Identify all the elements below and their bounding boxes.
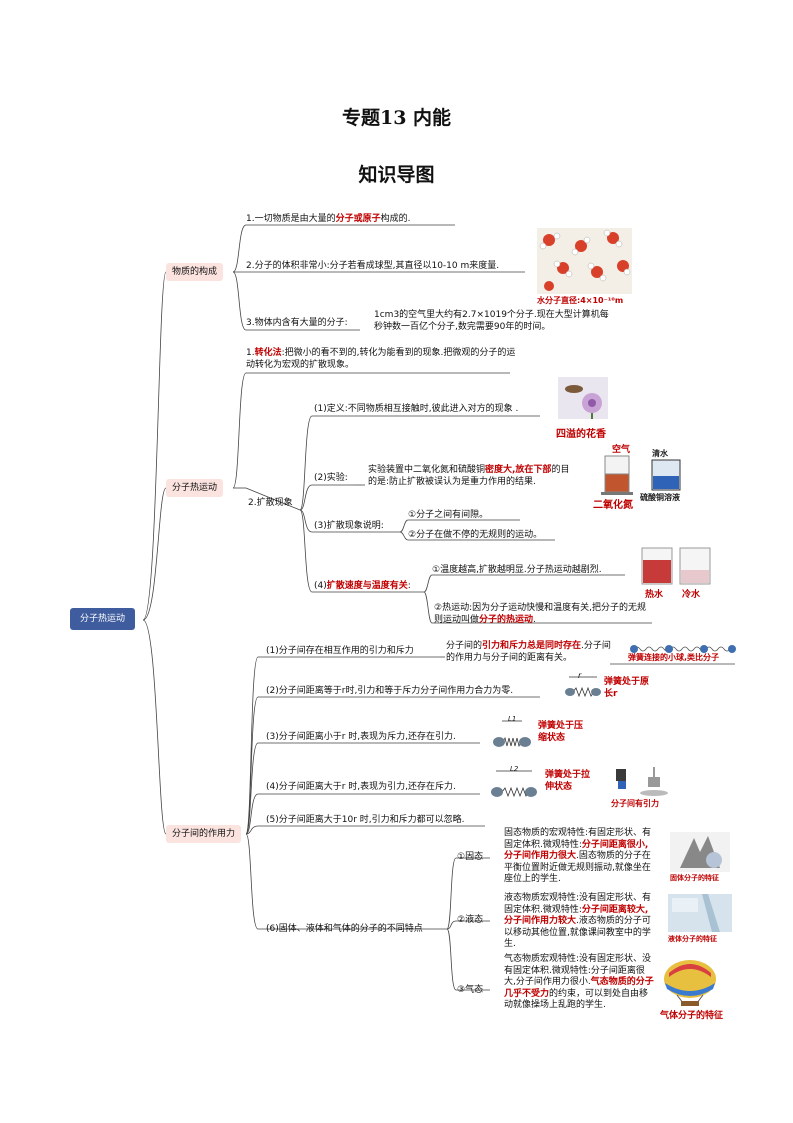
spring-balls-image (630, 645, 736, 653)
hot-water-caption: 热水 (645, 590, 664, 600)
branch-thermal-motion: 分子热运动 (166, 479, 224, 497)
gas-detail: 气态物质宏观特性:没有固定形状、没有固定体积.微观特性:分子间距离很大,分子间作… (504, 954, 654, 1010)
conversion-method: 1.转化法:把微小的看不到的,转化为能看到的现象.把微观的分子的运动转化为宏观的… (246, 348, 516, 370)
branch-matter-composition: 物质的构成 (166, 263, 224, 281)
matter-item-3-detail: 1cm3的空气里大约有2.7×1019个分子.现在大型计算机每秒钟数一百亿个分子… (374, 310, 609, 332)
flower-caption: 四溢的花香 (556, 429, 606, 440)
flower-image (558, 377, 608, 419)
force-item-1-detail: 分子间的引力和斥力总是同时存在.分子间的作用力与分子间的距离有关。 (446, 641, 611, 663)
spring-stretched-caption: 弹簧处于拉伸状态 (545, 770, 591, 792)
matter-item-1: 1.一切物质是由大量的分子或原子构成的. (246, 214, 411, 224)
lead-blocks-image (616, 767, 668, 796)
cuso4-caption: 硫酸铜溶液 (640, 493, 680, 502)
liquid-caption: 液体分子的特征 (668, 935, 717, 943)
state-solid: ①固态 (457, 852, 484, 862)
force-item-6: (6)固体、液体和气体的分子的不同特点 (266, 924, 423, 934)
spring-compressed-caption: 弹簧处于压缩状态 (538, 721, 584, 743)
diffusion-temperature: (4)扩散速度与温度有关: (314, 581, 411, 591)
no2-jar-image (601, 455, 633, 495)
diffusion-label: 2.扩散现象 (248, 498, 293, 508)
cuso4-cylinder-image (651, 459, 681, 491)
explanation-gaps: ①分子之间有间隙。 (408, 510, 489, 520)
water-molecule-caption: 水分子直径:4×10⁻¹⁰m (537, 296, 624, 305)
solid-detail: 固态物质的宏观特性:有固定形状、有固定体积.微观特性:分子间距离很小,分子间作用… (504, 828, 652, 884)
no2-caption: 二氧化氮 (593, 500, 633, 511)
lead-blocks-caption: 分子间有引力 (611, 799, 659, 808)
diffusion-definition: (1)定义:不同物质相互接触时,彼此进入对方的现象 . (314, 404, 519, 414)
force-item-2: (2)分子间距离等于r时,引力和等于斥力分子间作用力合力为零. (266, 686, 514, 696)
spring-compressed-image (493, 720, 531, 748)
beakers-image (641, 547, 711, 585)
page-subtitle: 知识导图 (358, 164, 435, 186)
matter-item-2: 2.分子的体积非常小:分子若看成球型,其直径以10-10 m来度量. (246, 261, 500, 271)
liquid-detail: 液态物质宏观特性:没有固定形状、有固定体积.微观特性:分子间距离较大,分子间作用… (504, 893, 652, 949)
water-molecule-image (537, 228, 632, 294)
force-item-1: (1)分子间存在相互作用的引力和斥力 (266, 646, 414, 656)
balloon-image (664, 960, 716, 1006)
air-caption: 空气 (612, 445, 631, 455)
spring-balls-caption: 弹簧连接的小球,类比分子 (628, 653, 720, 662)
temperature-effect: ①温度越高,扩散越明显.分子热运动越剧烈. (432, 565, 602, 575)
branch-intermolecular-force: 分子间的作用力 (166, 825, 242, 843)
force-item-5: (5)分子间距离大于10r 时,引力和斥力都可以忽略. (266, 815, 465, 825)
distance-r-label: r (578, 671, 582, 680)
root-node: 分子热运动 (70, 608, 136, 630)
spring-stretched-image (491, 770, 537, 798)
explanation-motion: ②分子在做不停的无规则的运动。 (408, 530, 543, 540)
cold-water-caption: 冷水 (682, 590, 701, 600)
page-title: 专题13 内能 (341, 107, 452, 129)
solid-image (670, 832, 730, 872)
distance-l2-label: L2 (510, 765, 519, 773)
state-gas: ③气态 (457, 985, 484, 995)
clear-water-caption: 清水 (652, 449, 668, 458)
distance-l1-label: L1 (508, 715, 517, 723)
force-item-3: (3)分子间距离小于r 时,表现为斥力,还存在引力. (266, 732, 456, 742)
diffusion-explanation: (3)扩散现象说明: (314, 521, 384, 531)
gas-caption: 气体分子的特征 (660, 1011, 724, 1021)
experiment-detail: 实验装置中二氧化氮和硫酸铜密度大,放在下部的目的是:防止扩散被误认为是重力作用的… (368, 465, 570, 487)
diffusion-experiment: (2)实验: (314, 473, 348, 483)
thermal-motion-definition: ②热运动:因为分子运动快慢和温度有关,把分子的无规则运动叫做分子的热运动. (434, 603, 646, 625)
state-liquid: ②液态 (457, 915, 484, 925)
spring-original-caption: 弹簧处于原长r (604, 677, 650, 699)
spring-original-image (565, 676, 601, 698)
solid-caption: 固体分子的特征 (670, 874, 719, 882)
liquid-image (668, 894, 732, 932)
matter-item-3: 3.物体内含有大量的分子: (246, 318, 348, 328)
force-item-4: (4)分子间距离大于r 时,表现为引力,还存在斥力. (266, 782, 456, 792)
